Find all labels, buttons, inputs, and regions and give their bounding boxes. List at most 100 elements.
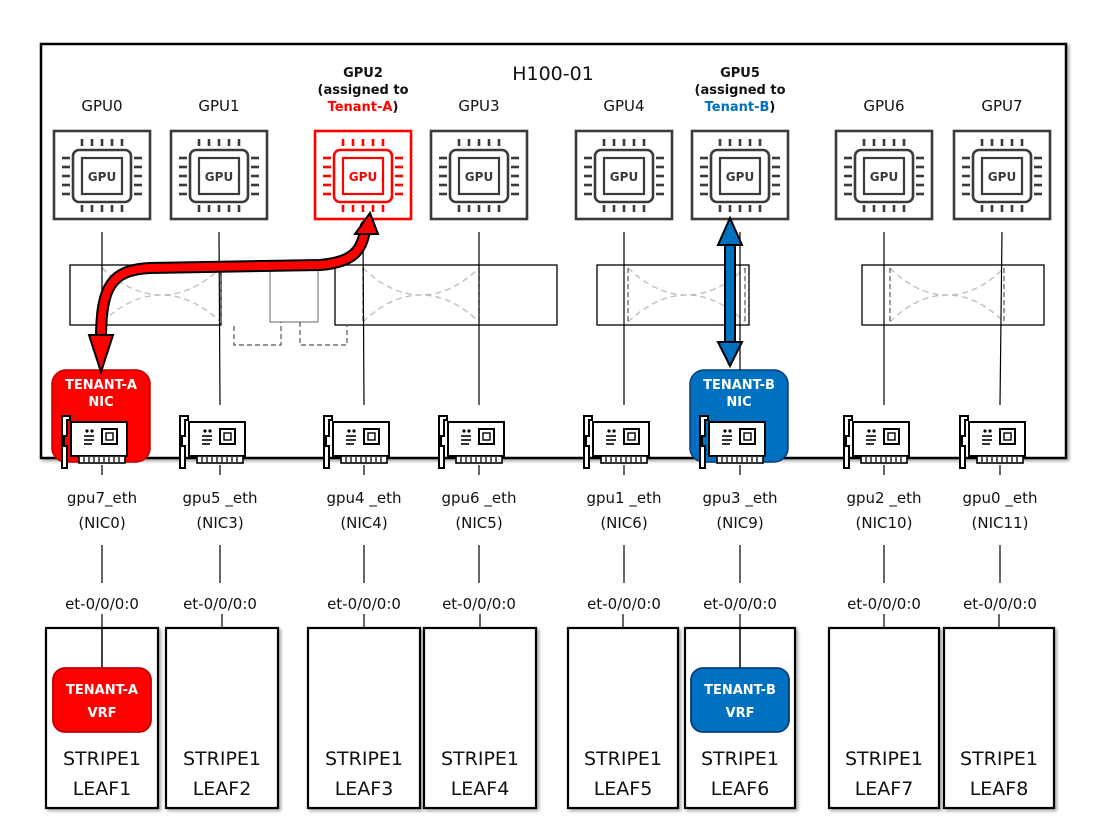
- nic-id: (NIC0): [78, 514, 125, 532]
- server-title: H100-01: [512, 63, 594, 85]
- gpu-icon[interactable]: GPU: [169, 129, 269, 221]
- nic-interface-name: gpu4 _eth: [327, 489, 402, 508]
- tenant-nic-label: TENANT-B: [703, 378, 775, 393]
- nic-board: [188, 421, 246, 457]
- gpu-chip-package: [332, 148, 394, 204]
- gpu-icon-text: GPU: [465, 170, 493, 184]
- nic-led: [723, 429, 727, 433]
- nic-led: [467, 429, 471, 433]
- nic-led: [203, 429, 207, 433]
- nic-board: [592, 421, 650, 457]
- gpu-chip-package: [593, 148, 655, 204]
- gpu-chip-package: [448, 148, 510, 204]
- nic-chip: [219, 428, 236, 445]
- nic-board: [332, 421, 390, 457]
- gpu-icon-text: GPU: [988, 170, 1016, 184]
- nic-id: (NIC9): [716, 514, 763, 532]
- leaf-switch[interactable]: [827, 626, 941, 810]
- nic-edge-connector: [196, 455, 244, 464]
- gpu-chip-package: [971, 148, 1033, 204]
- gpu-icon[interactable]: GPU: [690, 129, 790, 221]
- switch-port-label: et-0/0/0:0: [847, 595, 921, 613]
- gpu-icon-text: GPU: [88, 170, 116, 184]
- nic-interface-name: gpu6 _eth: [442, 489, 517, 508]
- tenant-b-arrowhead-up: [716, 215, 744, 246]
- nic-edge-connector: [976, 455, 1024, 464]
- leaf-layer: TENANT-AVRFSTRIPE1LEAF1STRIPE1LEAF2STRIP…: [44, 626, 1056, 810]
- gpu-die: [980, 156, 1024, 196]
- gpu-assigned-tenant: Tenant-A): [328, 100, 399, 115]
- switch-port-label: et-0/0/0:0: [65, 595, 139, 613]
- nic-id: (NIC3): [196, 514, 243, 532]
- gpu-icon[interactable]: GPU: [429, 129, 529, 221]
- leaf-switch[interactable]: [164, 626, 280, 810]
- gpu-label: GPU1: [198, 97, 239, 115]
- leaf-stripe-label: STRIPE1: [63, 748, 141, 770]
- leaf-switch[interactable]: [942, 626, 1056, 810]
- switch-port-label: et-0/0/0:0: [703, 595, 777, 613]
- gpu-chip-package: [188, 148, 250, 204]
- gpu-icon[interactable]: GPU: [313, 129, 413, 221]
- nic-led: [352, 429, 356, 433]
- switch-port-label: et-0/0/0:0: [327, 595, 401, 613]
- nic-board: [852, 421, 910, 457]
- tenant-a-arrowhead-up: [353, 210, 380, 235]
- nic-interface-name: gpu1 _eth: [587, 489, 662, 508]
- nic-led: [988, 429, 992, 433]
- tenant-name: Tenant-A: [328, 100, 393, 115]
- nic-led: [462, 429, 466, 433]
- nic-chip-core: [367, 432, 376, 441]
- nic-bracket: [61, 415, 71, 469]
- gpu-assigned-note: (assigned to: [695, 83, 786, 98]
- leaf-stripe-label: STRIPE1: [584, 748, 662, 770]
- leaf-switch[interactable]: [566, 626, 680, 810]
- nic-edge-connector: [860, 455, 908, 464]
- nic-interface-name: gpu0 _eth: [963, 489, 1038, 508]
- gpu-icon[interactable]: GPU: [52, 129, 152, 221]
- switch-internal-path: [362, 294, 480, 323]
- gpu-label: GPU3: [458, 97, 499, 115]
- gpu-die: [80, 156, 124, 196]
- nic-bracket: [438, 415, 448, 469]
- gpu-icon[interactable]: GPU: [952, 129, 1052, 221]
- gpu-icon-text: GPU: [349, 170, 377, 184]
- nic-led: [612, 429, 616, 433]
- gpu-die: [718, 156, 762, 196]
- gpu-assigned-note: (assigned to: [318, 83, 409, 98]
- nic-interface-name: gpu7_eth: [67, 489, 137, 508]
- nic-edge-connector: [716, 455, 764, 464]
- nic-led: [872, 429, 876, 433]
- gpu-die: [341, 156, 385, 196]
- nic-board: [447, 421, 505, 457]
- leaf-switch[interactable]: [306, 626, 422, 810]
- gpu-icon[interactable]: GPU: [574, 129, 674, 221]
- leaf-stripe-label: STRIPE1: [325, 748, 403, 770]
- leaf-name-label: LEAF8: [970, 778, 1029, 800]
- gpu-assigned-tenant: Tenant-B): [705, 100, 776, 115]
- nic-edge-connector: [600, 455, 648, 464]
- tenant-a-arrowhead-down: [87, 334, 115, 376]
- tenant-vrf-badge: [690, 667, 790, 733]
- leaf-stripe-label: STRIPE1: [701, 748, 779, 770]
- nic-board: [708, 421, 766, 457]
- nic-bracket: [323, 415, 333, 469]
- tenant-vrf-label: TENANT-A: [66, 683, 138, 698]
- nic-led: [867, 429, 871, 433]
- nic-edge-connector: [340, 455, 388, 464]
- leaf-switch[interactable]: [422, 626, 538, 810]
- switch-port-label: et-0/0/0:0: [587, 595, 661, 613]
- nic-bracket: [583, 415, 593, 469]
- leaf-name-label: LEAF7: [855, 778, 914, 800]
- nic-bracket: [179, 415, 189, 469]
- leaf-stripe-label: STRIPE1: [845, 748, 923, 770]
- tenant-b-arrowhead-down: [716, 341, 744, 369]
- gpu-icon[interactable]: GPU: [834, 129, 934, 221]
- pcie-switch: [596, 264, 750, 326]
- nic-card-icon: [583, 415, 650, 469]
- nic-bracket: [699, 415, 709, 469]
- nic-card-icon: [843, 415, 910, 469]
- tenant-vrf-tag: VRF: [88, 706, 117, 721]
- nic-led: [728, 429, 732, 433]
- nic-card-icon: [61, 415, 128, 469]
